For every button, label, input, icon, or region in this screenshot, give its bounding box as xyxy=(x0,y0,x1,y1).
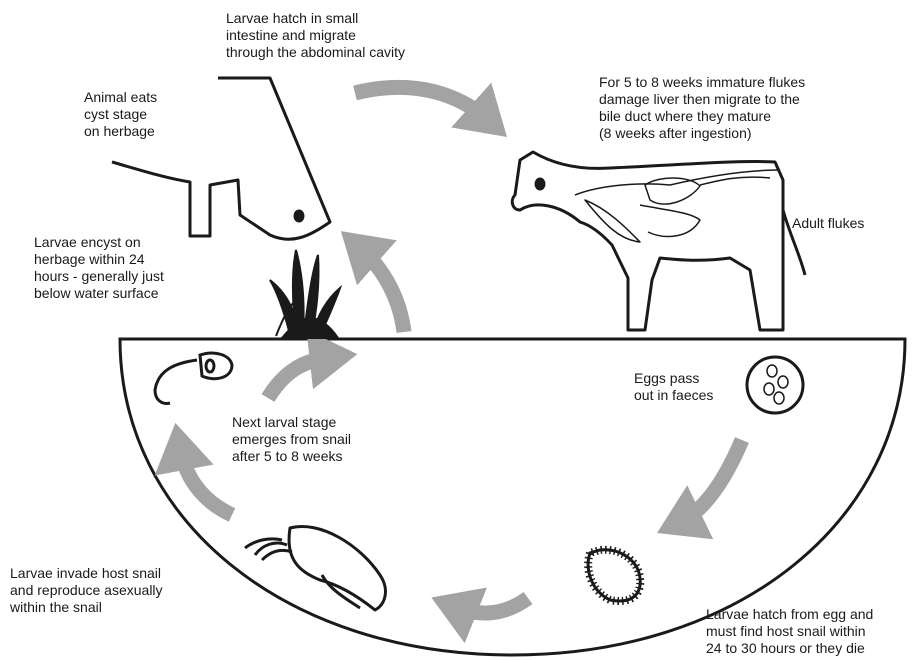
grass-tuft-icon xyxy=(270,250,340,338)
label-adult-flukes: Adult flukes xyxy=(792,215,864,232)
arrow-to-sheep xyxy=(360,248,404,332)
cow-icon xyxy=(512,152,805,330)
miracidium-icon xyxy=(588,550,640,601)
label-immature-flukes: For 5 to 8 weeks immature flukes damage … xyxy=(599,74,805,142)
label-next-larval-stage: Next larval stage emerges from snail aft… xyxy=(232,414,351,465)
label-larvae-invade: Larvae invade host snail and reproduce a… xyxy=(10,565,163,616)
label-animal-eats: Animal eats cyst stage on herbage xyxy=(84,89,157,140)
label-larvae-hatch-intestine: Larvae hatch in small intestine and migr… xyxy=(226,10,405,61)
label-eggs-pass: Eggs pass out in faeces xyxy=(634,370,713,404)
label-larvae-encyst: Larvae encyst on herbage within 24 hours… xyxy=(34,234,164,302)
arrow-to-cow xyxy=(355,87,488,120)
label-larvae-hatch-egg: Larvae hatch from egg and must find host… xyxy=(706,606,873,657)
liver-icon xyxy=(575,170,780,242)
